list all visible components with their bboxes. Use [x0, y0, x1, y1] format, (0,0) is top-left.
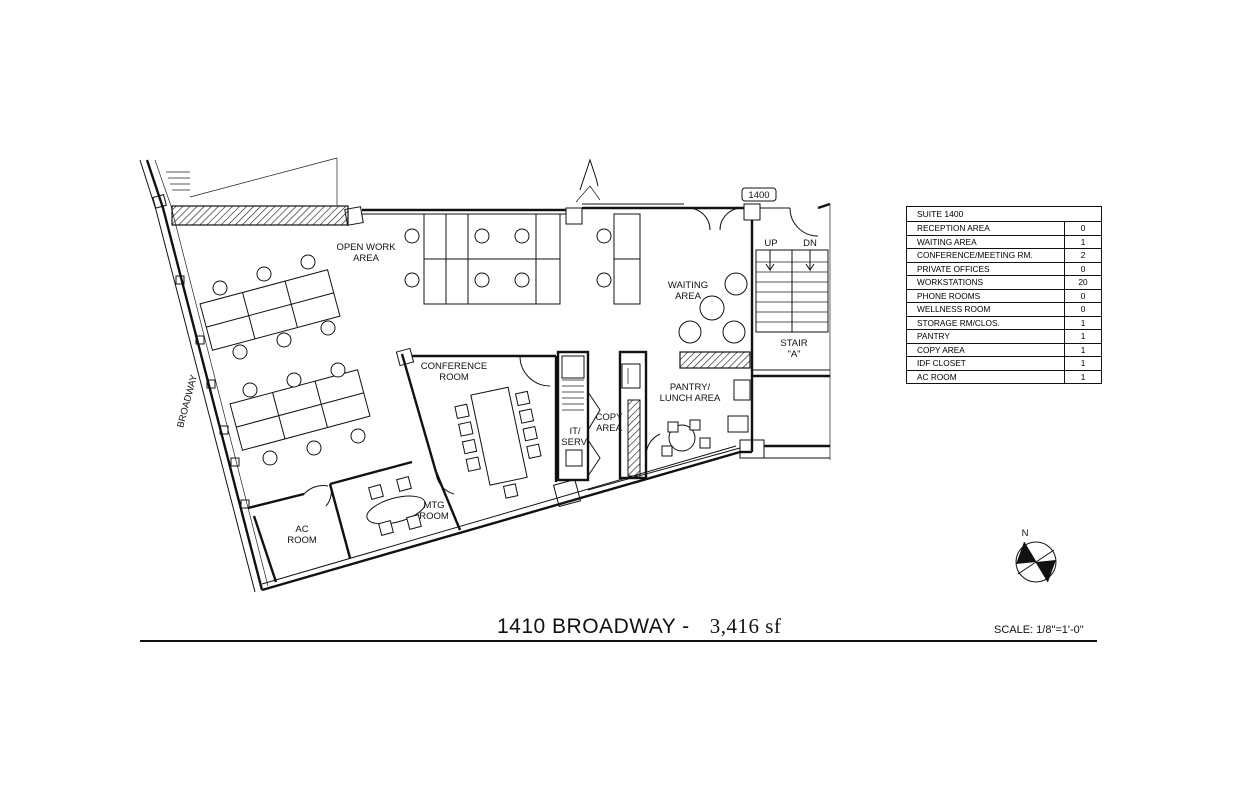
workstations-west [199, 269, 371, 451]
chairs [212, 228, 612, 466]
exterior-walls [139, 157, 831, 593]
street-label: BROADWAY [175, 373, 200, 429]
legend-row-value: 0 [1064, 222, 1101, 236]
suite-tag-label: 1400 [748, 190, 769, 201]
legend-row-name: CONFERENCE/MEETING RM. [907, 248, 1065, 263]
legend-row-value: 0 [1064, 302, 1101, 317]
plan-title-name: 1410 BROADWAY - [497, 615, 690, 638]
legend-row-name: PHONE ROOMS [907, 289, 1065, 303]
it-serv-label: IT/SERV. [561, 426, 588, 448]
waiting-furniture [678, 272, 748, 344]
legend-row: CONFERENCE/MEETING RM.2 [907, 248, 1101, 263]
legend-row-name: AC ROOM [917, 371, 957, 382]
legend-row-name: WORKSTATIONS [907, 275, 1065, 290]
north-label: N [1022, 528, 1029, 539]
legend-row-name: PANTRY [907, 329, 1065, 344]
service-core [556, 350, 751, 491]
scale-label: SCALE: 1/8"=1'-0" [994, 624, 1084, 636]
legend-row-value: 1 [1064, 316, 1101, 330]
legend-row: AC ROOM 1 [907, 370, 1101, 383]
legend-row-value: 2 [1064, 248, 1101, 263]
legend-row-value: 1 [1064, 356, 1101, 371]
legend-row-value: 1 [1064, 343, 1101, 357]
ac-room [247, 485, 329, 583]
legend-row: STORAGE RM/CLOS.1 [907, 316, 1101, 330]
stair-label: STAIR"A" [780, 338, 807, 360]
legend-row-name: COPY AREA [907, 343, 1065, 357]
suite-tag: 1400 [741, 187, 777, 202]
workstations-north [423, 213, 641, 305]
legend-row-value: 0 [1064, 289, 1101, 303]
stair-a: UP DN STAIR"A" [755, 238, 829, 360]
legend-row-name: IDF CLOSET [907, 356, 1065, 371]
legend-row-name: PRIVATE OFFICES [907, 262, 1065, 276]
plan-title: 1410 BROADWAY - 3,416 sf [497, 614, 781, 639]
meeting-room [325, 460, 462, 559]
stair-up-label: UP [764, 238, 777, 249]
plan-area: 3,416 sf [709, 614, 782, 638]
legend-row-name: WAITING AREA [907, 235, 1065, 249]
legend-row-name: STORAGE RM/CLOS. [907, 316, 1065, 330]
entry-door-top [575, 158, 601, 203]
legend-row-value: 1 [1064, 370, 1101, 383]
title-rule [140, 640, 1097, 642]
pantry-label: PANTRY/LUNCH AREA [660, 382, 721, 404]
legend-title: SUITE 1400 [907, 207, 1101, 222]
stair-dn-label: DN [803, 238, 817, 249]
legend-row-value: 1 [1064, 329, 1101, 344]
conference-room [395, 347, 582, 508]
legend-row-name: WELLNESS ROOM [907, 302, 1065, 317]
legend-row-value: 0 [1064, 262, 1101, 276]
north-arrow: N [1015, 528, 1057, 583]
legend-row-name: RECEPTION AREA [907, 222, 1065, 236]
legend-row-value: 20 [1064, 275, 1101, 290]
legend-row-value: 1 [1064, 235, 1101, 249]
